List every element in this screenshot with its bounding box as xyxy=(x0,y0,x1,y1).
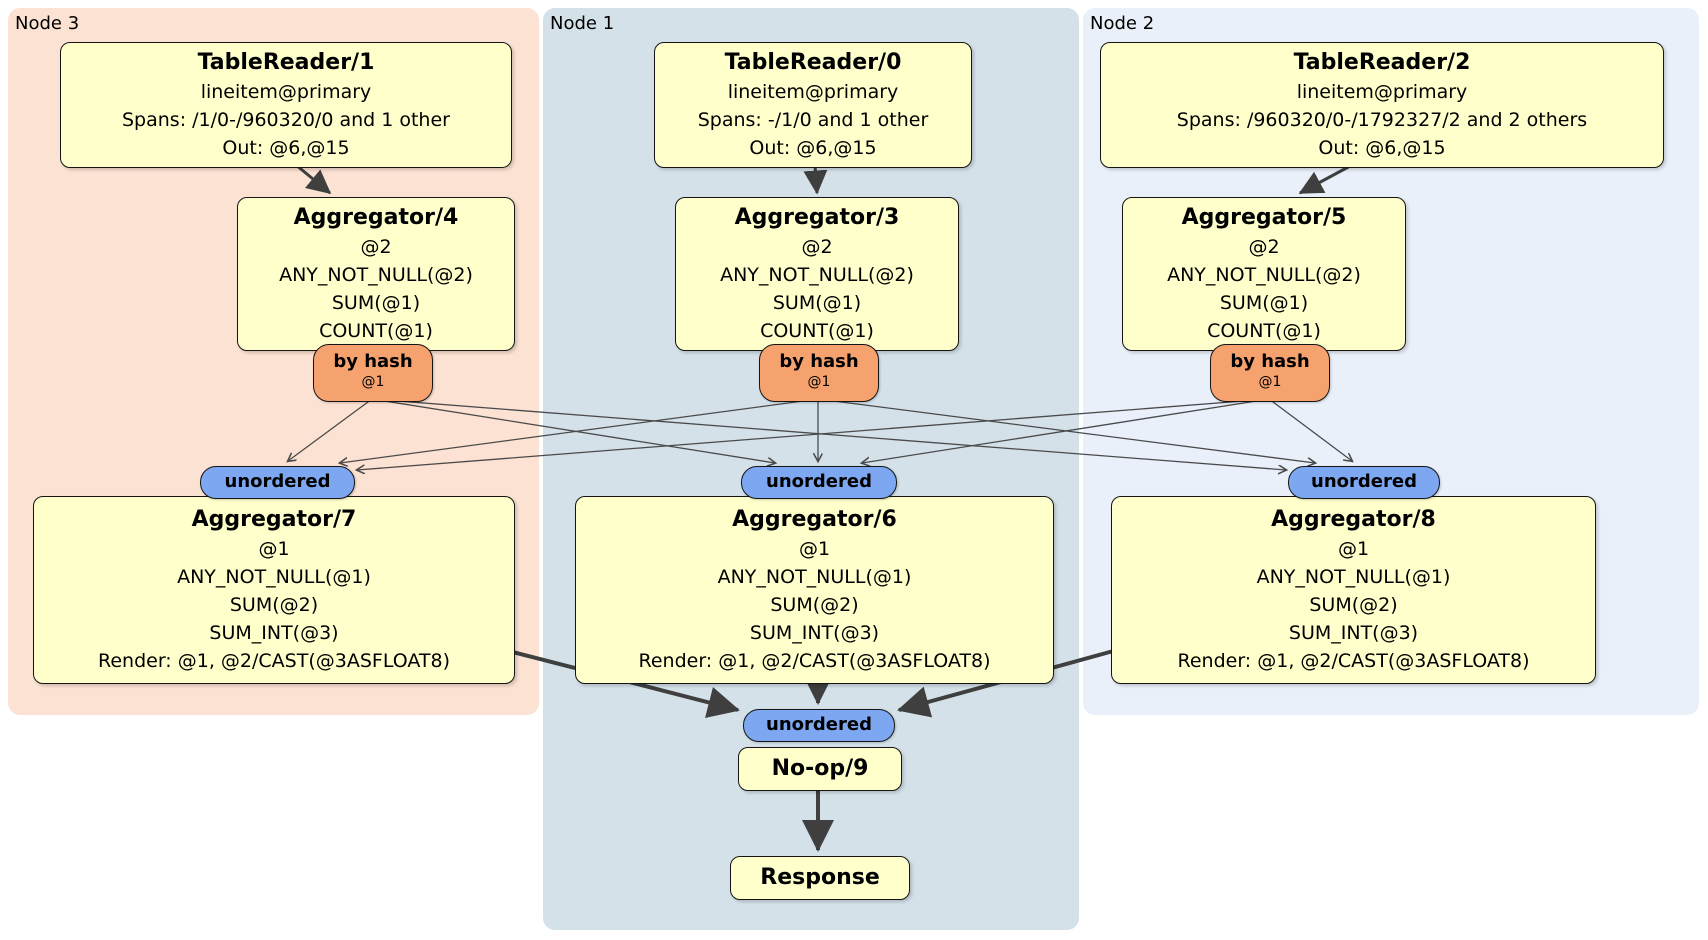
processor-aggregator8: Aggregator/8 @1 ANY_NOT_NULL(@1) SUM(@2)… xyxy=(1111,496,1596,684)
region-label-node3: Node 3 xyxy=(15,13,80,34)
processor-aggregator3: Aggregator/3 @2 ANY_NOT_NULL(@2) SUM(@1)… xyxy=(675,197,959,351)
processor-detail-line: ANY_NOT_NULL(@1) xyxy=(177,566,371,588)
sync-label: unordered xyxy=(766,471,872,492)
processor-tablereader0: TableReader/0 lineitem@primary Spans: -/… xyxy=(654,42,972,168)
router-label: by hash xyxy=(779,351,859,372)
processor-detail-line: Out: @6,@15 xyxy=(749,137,877,159)
processor-detail-line: lineitem@primary xyxy=(1296,81,1468,103)
processor-detail-line: @2 xyxy=(801,236,833,258)
processor-tablereader2: TableReader/2 lineitem@primary Spans: /9… xyxy=(1100,42,1664,168)
processor-detail-line: @2 xyxy=(360,236,392,258)
processor-noop9: No-op/9 xyxy=(738,747,902,791)
processor-detail-line: lineitem@primary xyxy=(727,81,899,103)
processor-detail-line: ANY_NOT_NULL(@1) xyxy=(1256,566,1451,588)
processor-title: Aggregator/6 xyxy=(732,507,897,532)
sync-unordered-center: unordered xyxy=(741,466,897,499)
processor-detail-line: COUNT(@1) xyxy=(760,320,874,342)
processor-title: TableReader/1 xyxy=(197,50,375,75)
processor-detail-line: @1 xyxy=(258,538,290,560)
router-detail: @1 xyxy=(807,374,831,390)
router-label: by hash xyxy=(333,351,413,372)
router-detail: @1 xyxy=(1258,374,1282,390)
processor-detail-line: SUM(@2) xyxy=(229,594,319,616)
sync-unordered-left: unordered xyxy=(200,466,355,499)
router-label: by hash xyxy=(1230,351,1310,372)
processor-aggregator7: Aggregator/7 @1 ANY_NOT_NULL(@1) SUM(@2)… xyxy=(33,496,515,684)
processor-detail-line: SUM(@2) xyxy=(770,594,859,616)
processor-detail-line: Render: @1, @2/CAST(@3ASFLOAT8) xyxy=(98,650,450,672)
region-label-node1: Node 1 xyxy=(550,13,615,34)
processor-detail-line: ANY_NOT_NULL(@2) xyxy=(279,264,473,286)
processor-detail-line: SUM(@1) xyxy=(772,292,862,314)
processor-aggregator6: Aggregator/6 @1 ANY_NOT_NULL(@1) SUM(@2)… xyxy=(575,496,1054,684)
processor-detail-line: Out: @6,@15 xyxy=(222,137,350,159)
router-by-hash-right: by hash @1 xyxy=(1210,344,1330,402)
processor-response: Response xyxy=(730,856,910,900)
processor-title: Aggregator/5 xyxy=(1181,205,1347,230)
processor-detail-line: SUM(@1) xyxy=(1219,292,1309,314)
sync-label: unordered xyxy=(224,471,331,492)
sync-label: unordered xyxy=(1311,471,1417,492)
processor-detail-line: SUM_INT(@3) xyxy=(1288,622,1419,644)
processor-detail-line: Render: @1, @2/CAST(@3ASFLOAT8) xyxy=(638,650,991,672)
processor-detail-line: ANY_NOT_NULL(@2) xyxy=(720,264,914,286)
processor-tablereader1: TableReader/1 lineitem@primary Spans: /1… xyxy=(60,42,512,168)
processor-title: TableReader/2 xyxy=(1293,50,1471,75)
processor-detail-line: Render: @1, @2/CAST(@3ASFLOAT8) xyxy=(1177,650,1530,672)
processor-detail-line: COUNT(@1) xyxy=(319,320,433,342)
processor-title: Aggregator/3 xyxy=(734,205,900,230)
processor-detail-line: SUM(@2) xyxy=(1309,594,1398,616)
processor-detail-line: @1 xyxy=(1337,538,1370,560)
processor-detail-line: Spans: /1/0-/960320/0 and 1 other xyxy=(122,109,450,131)
sync-label: unordered xyxy=(766,714,872,735)
router-detail: @1 xyxy=(361,374,385,390)
region-label-node2: Node 2 xyxy=(1090,13,1155,34)
processor-detail-line: lineitem@primary xyxy=(200,81,372,103)
processor-title: No-op/9 xyxy=(771,756,869,781)
router-by-hash-left: by hash @1 xyxy=(313,344,433,402)
processor-title: TableReader/0 xyxy=(724,50,902,75)
sync-unordered-bottom: unordered xyxy=(743,709,895,742)
processor-detail-line: COUNT(@1) xyxy=(1207,320,1321,342)
processor-detail-line: SUM_INT(@3) xyxy=(749,622,880,644)
processor-detail-line: @2 xyxy=(1248,236,1280,258)
processor-detail-line: @1 xyxy=(798,538,831,560)
processor-detail-line: ANY_NOT_NULL(@2) xyxy=(1167,264,1361,286)
processor-title: Aggregator/4 xyxy=(293,205,459,230)
processor-detail-line: Spans: -/1/0 and 1 other xyxy=(697,109,929,131)
processor-detail-line: Spans: /960320/0-/1792327/2 and 2 others xyxy=(1176,109,1588,131)
router-by-hash-center: by hash @1 xyxy=(759,344,879,402)
sync-unordered-right: unordered xyxy=(1288,466,1440,499)
processor-title: Aggregator/7 xyxy=(191,507,357,532)
processor-detail-line: ANY_NOT_NULL(@1) xyxy=(717,566,912,588)
processor-aggregator4: Aggregator/4 @2 ANY_NOT_NULL(@2) SUM(@1)… xyxy=(237,197,515,351)
processor-detail-line: SUM_INT(@3) xyxy=(209,622,339,644)
processor-title: Aggregator/8 xyxy=(1271,507,1436,532)
processor-aggregator5: Aggregator/5 @2 ANY_NOT_NULL(@2) SUM(@1)… xyxy=(1122,197,1406,351)
processor-detail-line: Out: @6,@15 xyxy=(1318,137,1446,159)
processor-detail-line: SUM(@1) xyxy=(331,292,421,314)
processor-title: Response xyxy=(760,865,880,890)
